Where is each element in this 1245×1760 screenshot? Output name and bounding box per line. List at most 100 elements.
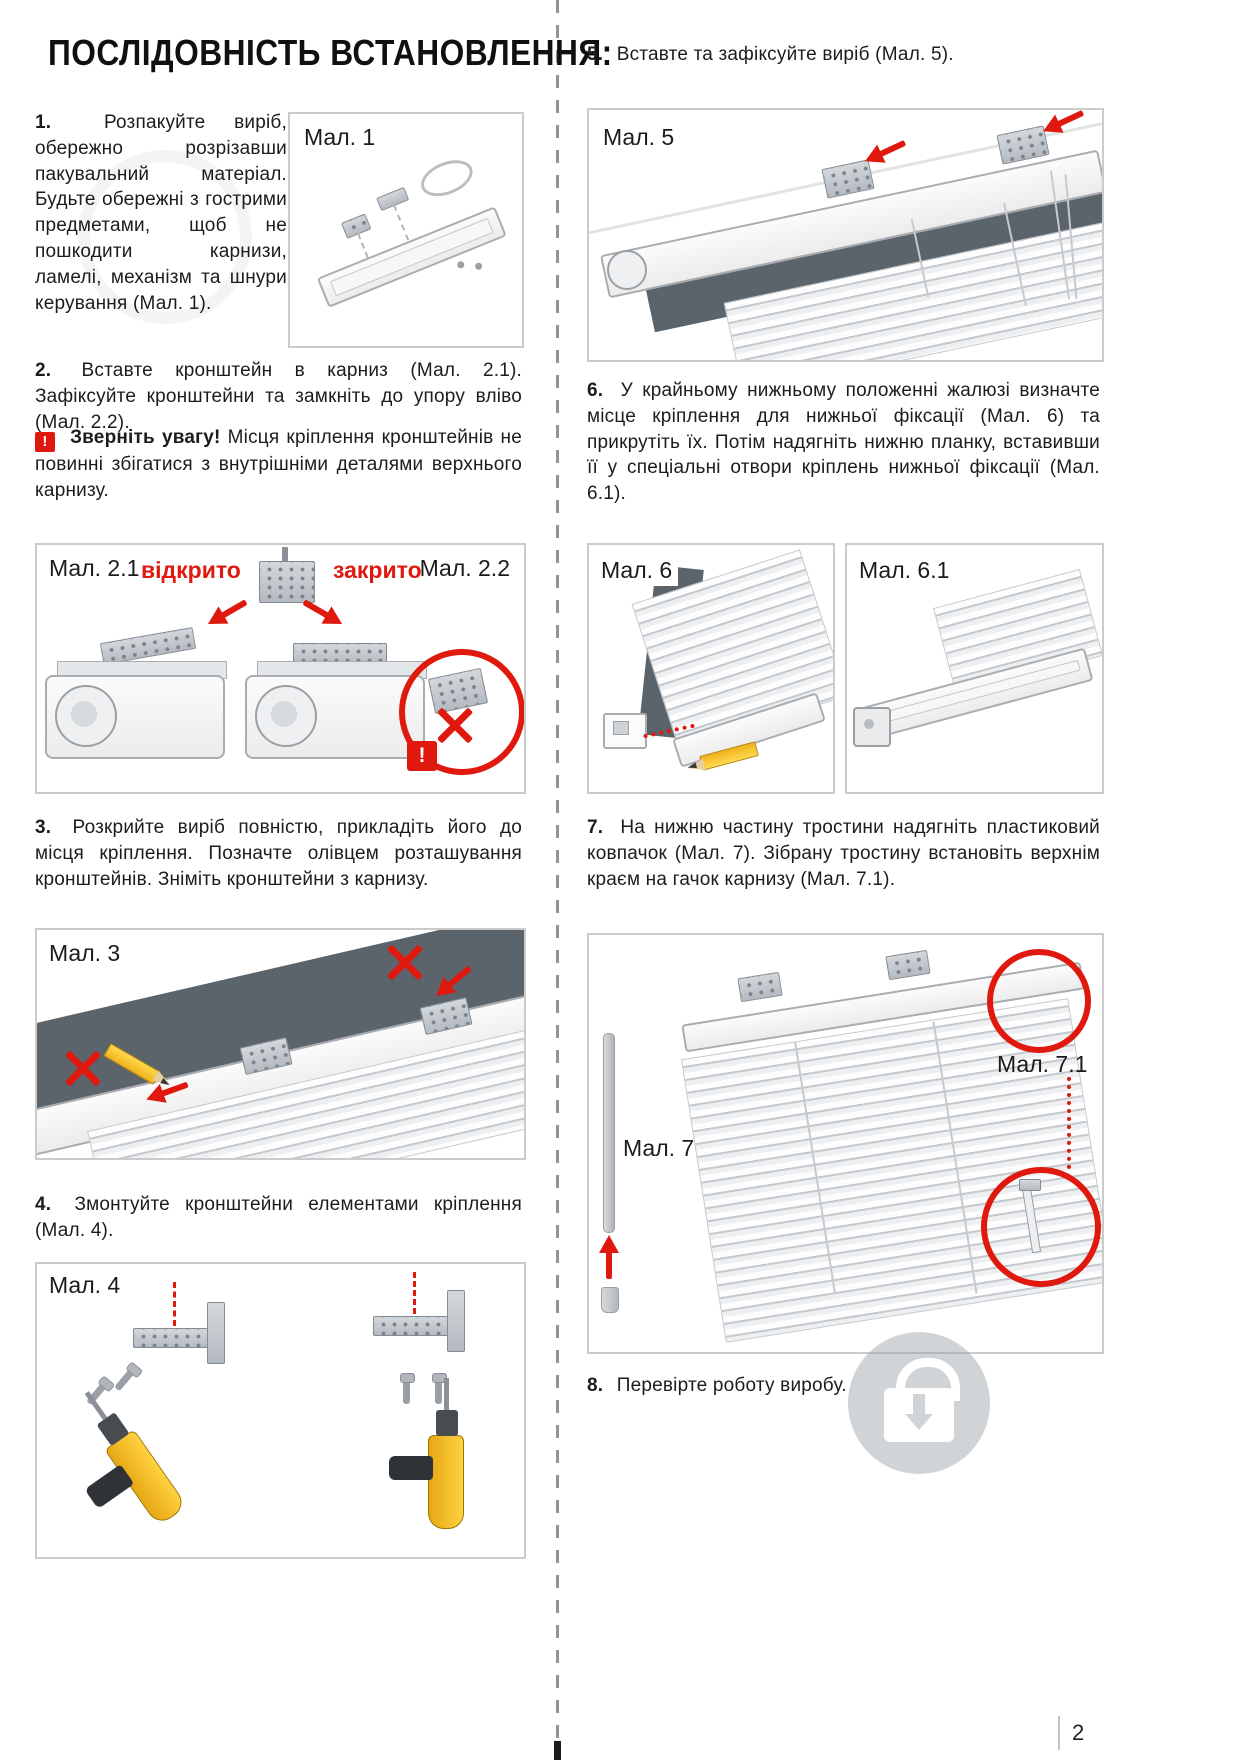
bracket-pin [282, 547, 288, 562]
figure-7-label: Мал. 7 [623, 1135, 695, 1161]
figure-1: Мал. 1 [288, 112, 524, 348]
figure-2-1-label: Мал. 2.1 [49, 555, 140, 581]
step-4: 4. Змонтуйте кронштейни елементами кріпл… [35, 1192, 522, 1244]
step-6-text: У крайньому нижньому положенні жалюзі ви… [587, 380, 1100, 505]
clip-hole [864, 719, 874, 729]
wand-detail-circle [981, 1167, 1101, 1287]
alignment-dashed-line [173, 1282, 176, 1326]
screw-icon [456, 260, 466, 270]
step-5-number: 5. [587, 44, 604, 65]
step-2-text: Вставте кронштейн в карниз (Мал. 2.1). З… [35, 360, 522, 433]
drill-handle [84, 1464, 135, 1510]
leader-line [357, 233, 369, 258]
figure-4-label: Мал. 4 [49, 1272, 121, 1298]
clip-slot [613, 721, 629, 735]
step-7-text: На нижню частину тростини надягніть плас… [587, 817, 1100, 890]
red-arrow-icon [1037, 110, 1089, 141]
screw-icon [474, 261, 484, 271]
headrail-endcap [607, 250, 647, 290]
figure-1-label: Мал. 1 [304, 124, 376, 150]
marketplace-watermark [848, 1332, 990, 1474]
figure-7-1-label: Мал. 7.1 [997, 1051, 1088, 1077]
page-number-rule [1058, 1716, 1060, 1750]
clip-part [376, 186, 410, 212]
drill-icon [389, 1435, 464, 1529]
step-6-number: 6. [587, 380, 604, 401]
step-1-number: 1. [35, 112, 52, 133]
step-2: 2. Вставте кронштейн в карниз (Мал. 2.1)… [35, 358, 522, 435]
watermark-circle [848, 1332, 990, 1474]
screw-icon [432, 1373, 447, 1404]
bracket-flange [207, 1302, 225, 1364]
closed-state-label: закрито [333, 557, 422, 583]
headrail-open-view [43, 627, 235, 787]
tilt-wand [603, 1033, 615, 1233]
page-title: ПОСЛІДОВНІСТЬ ВСТАНОВЛЕННЯ: [48, 32, 613, 74]
plastic-cap [601, 1287, 619, 1313]
open-state-label: відкрито [141, 557, 241, 583]
step-2-warning: ! Зверніть увагу! Місця кріплення кроншт… [35, 425, 522, 504]
figure-6-1: Мал. 6.1 [845, 543, 1104, 794]
warning-text: Місця кріплення кронштейнів не повинні з… [35, 427, 522, 501]
page-number: 2 [1058, 1716, 1084, 1750]
mounting-bracket [885, 949, 931, 981]
step-8-text: Перевірте роботу виробу. [616, 1375, 847, 1396]
page-number-value: 2 [1072, 1720, 1085, 1745]
headrail-endcap-hole [71, 701, 97, 727]
red-arrow-icon [201, 592, 253, 633]
figure-5-label: Мал. 5 [603, 122, 683, 153]
step-3: 3. Розкрийте виріб повністю, прикладіть … [35, 815, 522, 892]
figure-6-1-label: Мал. 6.1 [859, 555, 956, 586]
headrail-endcap-hole [271, 701, 297, 727]
step-5: 5. Вставте та зафіксуйте виріб (Мал. 5). [587, 42, 1100, 68]
hook-icon [1019, 1179, 1041, 1191]
mark-position-x-icon [63, 1048, 103, 1088]
alignment-dashed-line [413, 1272, 416, 1314]
headrail-closed-view [243, 635, 435, 787]
figure-3-label: Мал. 3 [49, 938, 127, 969]
step-8-number: 8. [587, 1375, 604, 1396]
wrong-mounting-highlight-circle [399, 649, 524, 775]
step-4-text: Змонтуйте кронштейни елементами кріпленн… [35, 1194, 522, 1241]
attention-badge: ! [407, 741, 437, 771]
mounting-bracket [737, 971, 783, 1003]
step-3-text: Розкрийте виріб повністю, прикладіть йог… [35, 817, 523, 890]
control-cord-loop [415, 153, 478, 204]
step-7-number: 7. [587, 817, 604, 838]
step-5-text: Вставте та зафіксуйте виріб (Мал. 5). [616, 44, 954, 65]
figure-4: Мал. 4 [35, 1262, 526, 1559]
step-1-text: Розпакуйте виріб, обережно розрізавши па… [35, 112, 287, 314]
bracket-flange [447, 1290, 465, 1352]
figure-2-2-label: Мал. 2.2 [419, 555, 510, 581]
figure-5: Мал. 5 [587, 108, 1104, 362]
step-6: 6. У крайньому нижньому положенні жалюзі… [587, 378, 1100, 507]
red-arrow-icon [297, 592, 349, 633]
step-3-number: 3. [35, 817, 52, 838]
screw-icon [400, 1373, 415, 1404]
step-7: 7. На нижню частину тростини надягніть п… [587, 815, 1100, 892]
warning-title: Зверніть увагу! [70, 427, 221, 448]
mounting-bracket [340, 213, 372, 239]
step-2-number: 2. [35, 360, 52, 381]
mounting-bracket [99, 627, 197, 665]
column-divider [556, 0, 559, 1760]
bag-arrow-icon [905, 1394, 933, 1430]
shopping-bag-icon [884, 1388, 954, 1442]
step-4-number: 4. [35, 1194, 52, 1215]
figure-2: Мал. 2.1 відкрито закрито Мал. 2.2 ! [35, 543, 526, 794]
warning-icon: ! [35, 432, 55, 452]
bottom-fixation-clip [853, 707, 891, 747]
figure-7: Мал. 7 Мал. 7.1 [587, 933, 1104, 1354]
red-arrow-up-icon [599, 1233, 619, 1281]
drill-icon [84, 1429, 188, 1527]
detail-dotted-connector [1067, 1077, 1071, 1169]
wrong-position-x-icon [435, 705, 475, 745]
leader-line [393, 204, 410, 241]
figure-3: Мал. 3 [35, 928, 526, 1160]
column-divider-end-mark [554, 1741, 561, 1760]
step-1: 1. Розпакуйте виріб, обережно розрізавши… [35, 110, 287, 317]
step-8: 8. Перевірте роботу виробу. [587, 1373, 1100, 1399]
screw-icon [114, 1368, 135, 1392]
mark-position-x-icon [385, 942, 425, 982]
